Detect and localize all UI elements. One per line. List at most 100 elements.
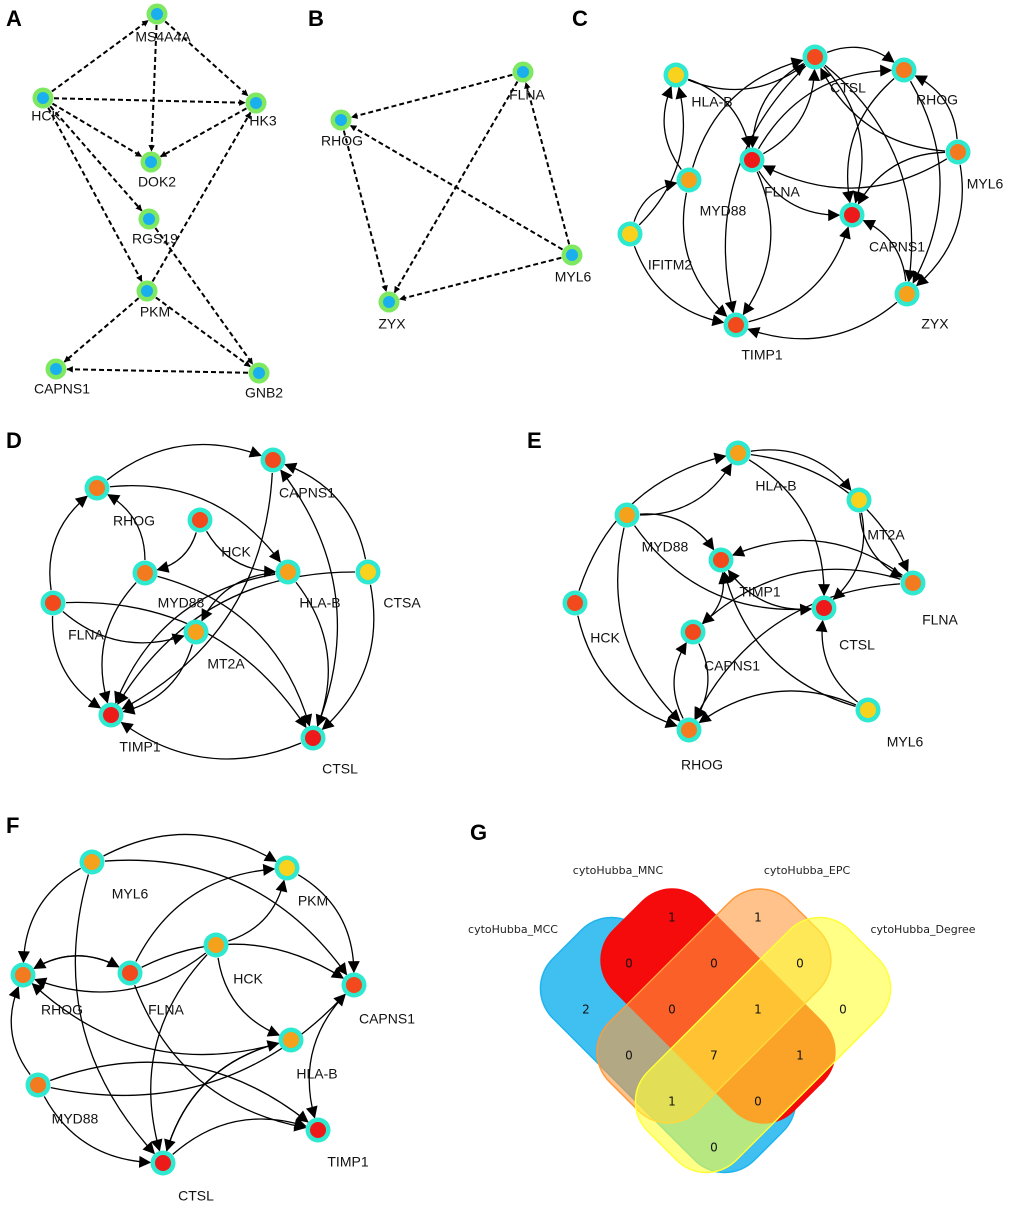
node-label-MYL6: MYL6 [112,886,149,902]
node-label-MYL6: MYL6 [555,269,592,285]
node-CAPNS1[interactable]: CAPNS1 [839,202,926,255]
node-FLNA[interactable]: FLNA [117,960,185,1018]
node-CAPNS1[interactable]: CAPNS1 [34,358,90,397]
node-RHOG[interactable]: RHOG [321,109,363,149]
edge-HK3-to-DOK2 [160,107,247,158]
node-HCK[interactable]: HCK [203,932,264,987]
edge-MYD88-to-HLA-B [639,463,732,516]
node-label-DOK2: DOK2 [138,174,176,190]
node-IFITM2[interactable]: IFITM2 [617,221,693,273]
edge-MYD88-to-CTSL [43,1096,152,1168]
node-DOK2[interactable]: DOK2 [138,151,176,190]
node-label-CAPNS1: CAPNS1 [704,658,760,674]
node-FLNA[interactable]: FLNA [509,61,546,103]
edges [577,449,909,728]
edge-MYD88-to-TIMP1 [639,513,715,551]
node-CTSL[interactable]: CTSL [802,44,867,96]
node-FLNA[interactable]: FLNA [900,570,959,628]
node-core [283,1032,299,1048]
node-label-TIMP1: TIMP1 [119,739,160,755]
node-label-CTSL: CTSL [322,761,358,777]
node-HCK[interactable]: HCK [31,87,61,124]
node-label-TIMP1: TIMP1 [327,1154,368,1170]
node-MS4A4A[interactable]: MS4A4A [135,3,191,45]
node-PKM[interactable]: PKM [274,855,329,909]
edge-HLA-B-to-RHOG [31,983,279,1056]
node-HLA-B[interactable]: HLA-B [663,62,733,110]
edge-MYL6-to-FLNA [524,81,571,245]
node-MYL6[interactable]: MYL6 [555,244,592,285]
node-CTSL[interactable]: CTSL [300,725,359,777]
node-core [807,49,823,65]
edge-MYD88-to-HLA-B [661,85,682,170]
node-HCK[interactable]: HCK [562,590,621,646]
edge-MYD88-to-RHOG [8,985,31,1076]
edge-CAPNS1-to-TIMP1 [702,571,731,625]
node-GNB2[interactable]: GNB2 [245,362,283,401]
node-label-RHOG: RHOG [41,1002,83,1018]
node-CTSL[interactable]: CTSL [150,1150,215,1204]
node-MT2A[interactable]: MT2A [846,487,906,543]
node-core [844,207,860,223]
node-TIMP1[interactable]: TIMP1 [98,702,161,755]
node-core [517,66,529,78]
edge-CTSL-to-CAPNS1 [823,66,865,204]
node-TIMP1[interactable]: TIMP1 [305,1117,369,1170]
edge-CTSL-to-HLA-B [166,1040,280,1151]
node-core [151,8,163,20]
node-label-CTSL: CTSL [178,1188,214,1204]
node-PKM[interactable]: PKM [136,280,171,320]
venn-region-count-MCC-EPC-Degree: 1 [668,1095,676,1109]
edge-FLNA-to-CAPNS1 [758,170,841,222]
node-MYD88[interactable]: MYD88 [132,560,205,611]
node-label-MT2A: MT2A [867,527,905,543]
node-core [668,67,684,83]
node-CAPNS1[interactable]: CAPNS1 [680,619,761,674]
node-HCK[interactable]: HCK [187,507,252,560]
node-MYD88[interactable]: MYD88 [676,167,747,219]
node-label-HCK: HCK [233,971,263,987]
node-RHOG[interactable]: RHOG [891,57,959,108]
edge-MYD88-to-CAPNS1 [50,993,346,1097]
node-MYL6[interactable]: MYL6 [79,849,149,902]
node-HLA-B[interactable]: HLA-B [278,1027,338,1082]
node-CAPNS1[interactable]: CAPNS1 [260,447,336,501]
node-ZYX[interactable]: ZYX [894,281,950,332]
node-RGS19[interactable]: RGS19 [132,208,178,247]
edge-HCK-to-RHOG [577,615,678,728]
node-HK3[interactable]: HK3 [245,92,277,129]
edge-FLNA-to-RHOG [49,495,88,591]
node-TIMP1[interactable]: TIMP1 [708,547,781,600]
node-MYL6[interactable]: MYL6 [855,697,924,750]
node-core [851,492,867,508]
node-RHOG[interactable]: RHOG [10,962,84,1018]
node-MT2A[interactable]: MT2A [183,619,246,672]
node-HLA-B[interactable]: HLA-B [275,559,341,611]
node-MYD88[interactable]: MYD88 [614,502,689,555]
venn-region-count-MCC-MNC-EPC: 0 [668,1003,676,1017]
edge-FLNA-to-RHOG [351,73,513,119]
node-label-CAPNS1: CAPNS1 [279,485,335,501]
node-core [250,97,262,109]
node-RHOG[interactable]: RHOG [676,717,724,773]
node-label-IFITM2: IFITM2 [648,257,693,273]
node-RHOG[interactable]: RHOG [84,475,156,529]
node-CAPNS1[interactable]: CAPNS1 [341,972,416,1027]
node-FLNA[interactable]: FLNA [739,147,801,200]
edge-FLNA-to-PKM [135,863,276,962]
node-label-PKM: PKM [298,893,328,909]
node-CTSA[interactable]: CTSA [355,559,422,611]
node-HLA-B[interactable]: HLA-B [725,440,797,494]
edges [49,443,375,760]
node-MYD88[interactable]: MYD88 [25,1072,99,1127]
edge-MYD88-to-RHOG [617,527,681,722]
node-ZYX[interactable]: ZYX [378,291,406,332]
node-CTSL[interactable]: CTSL [811,595,876,653]
node-MYL6[interactable]: MYL6 [945,139,1004,192]
node-label-HCK: HCK [590,630,620,646]
node-FLNA[interactable]: FLNA [40,590,105,643]
node-TIMP1[interactable]: TIMP1 [723,312,783,363]
